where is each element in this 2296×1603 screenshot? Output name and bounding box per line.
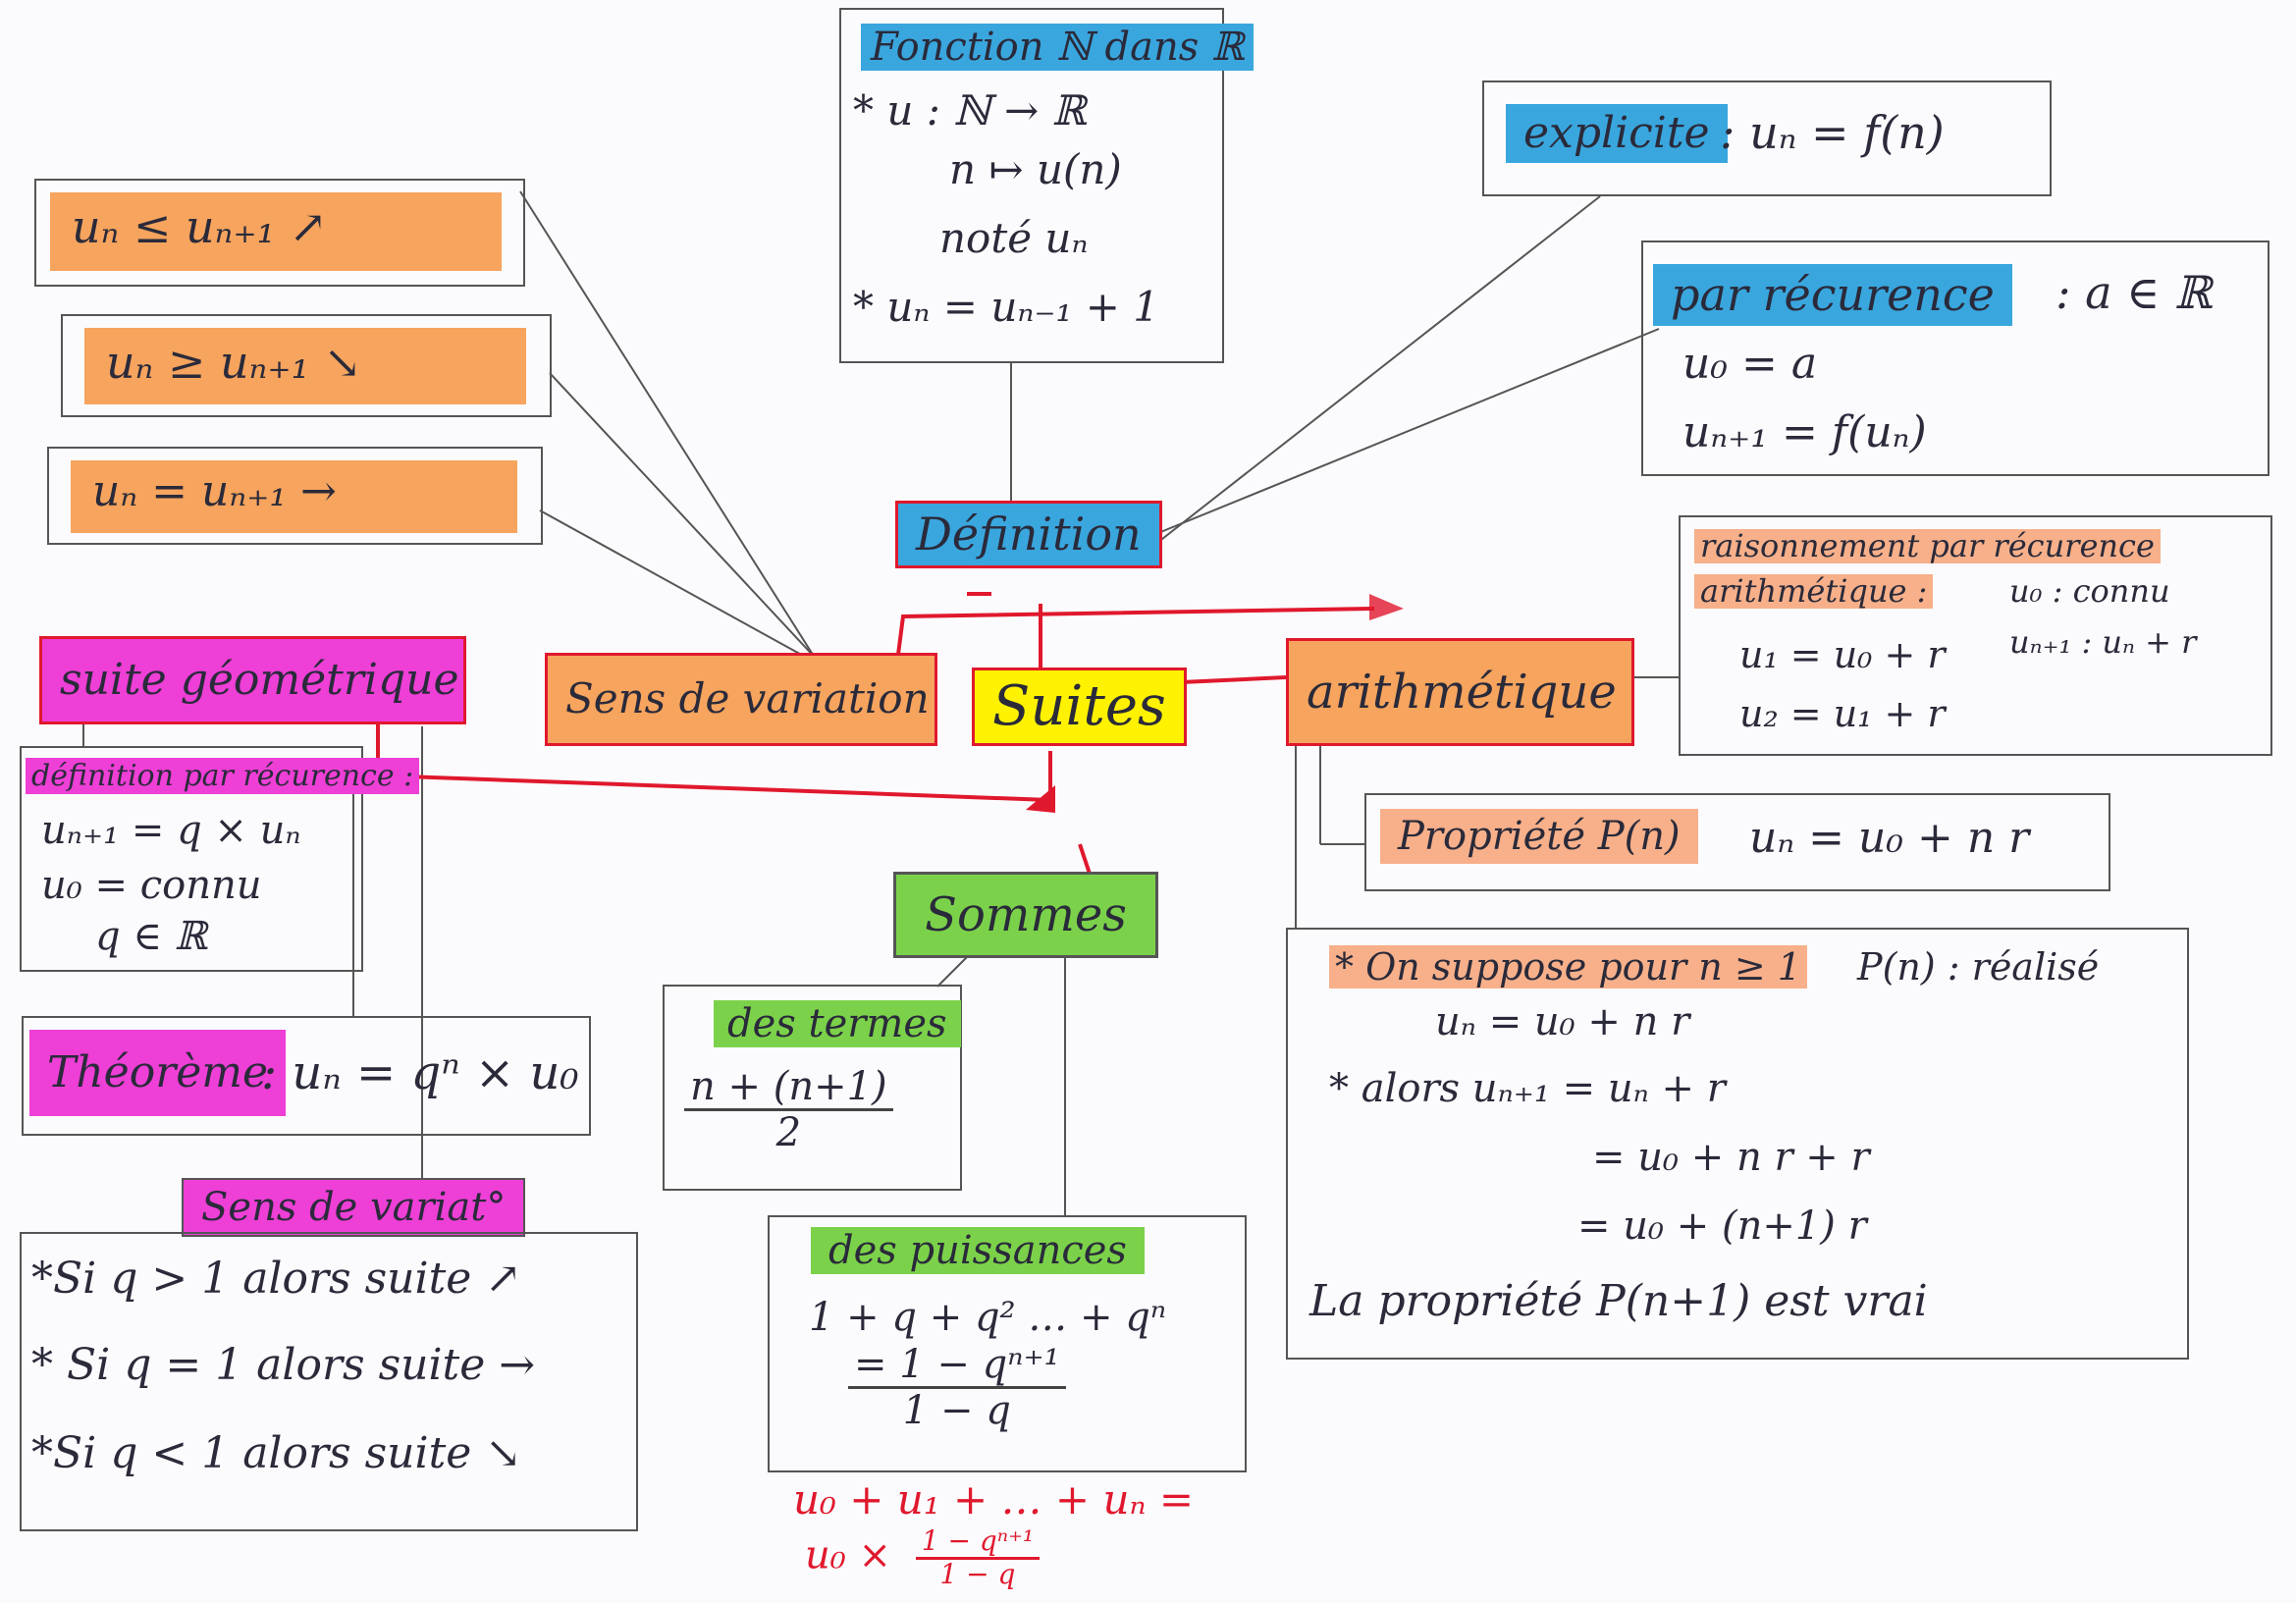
proof-line-1-highlight: * On suppose pour n ≥ 1 (1329, 945, 1807, 989)
geometrique-sens-item-2: * Si q = 1 alors suite → (31, 1340, 536, 1390)
sommes-extra-line-2: u₀ × 1 − qⁿ⁺¹ 1 − q (805, 1525, 1041, 1590)
termes-fraction: n + (n+1) 2 (684, 1065, 893, 1154)
recurrence-box: par récurence : a ∈ ℝ u₀ = a uₙ₊₁ = f(uₙ… (1641, 240, 2269, 476)
geometrique-def-line-3: q ∈ ℝ (95, 914, 207, 959)
function-line-2: n ↦ u(n) (949, 145, 1122, 193)
termes-denominator: 2 (775, 1110, 802, 1155)
proof-line-5: = u₀ + (n+1) r (1577, 1203, 1867, 1249)
sommes-node[interactable]: Sommes (893, 872, 1158, 958)
sommes-label: Sommes (925, 886, 1127, 942)
variation-node[interactable]: Sens de variation (545, 653, 937, 746)
raisonnement-u1: u₁ = u₀ + r (1739, 633, 1946, 676)
variation-label: Sens de variation (565, 674, 930, 723)
arithmetique-node[interactable]: arithmétique (1286, 638, 1634, 746)
sommes-extra-prefix: u₀ × (805, 1532, 892, 1578)
function-line-4: * uₙ = uₙ₋₁ + 1 (853, 283, 1160, 331)
geometrique-sens-item-3: *Si q < 1 alors suite ↘ (31, 1428, 522, 1478)
geometrique-sens-item-1: *Si q > 1 alors suite ↗ (31, 1254, 522, 1304)
variation-item-1: uₙ ≤ uₙ₊₁ ↗ (50, 192, 502, 271)
theoreme-box: Théorème : uₙ = qⁿ × u₀ (22, 1016, 591, 1136)
raisonnement-un1: uₙ₊₁ : uₙ + r (2009, 623, 2197, 661)
puissances-line-1: 1 + q + q² … + qⁿ (809, 1295, 1167, 1340)
explicite-box: explicite : uₙ = f(n) (1482, 80, 2052, 196)
proof-line-1-b: P(n) : réalisé (1857, 945, 2100, 989)
proof-line-1-a: * On suppose pour n ≥ 1 (1329, 945, 1807, 989)
center-label: Suites (992, 674, 1166, 738)
proof-line-2: uₙ = u₀ + n r (1435, 999, 1690, 1044)
termes-label: des termes (714, 1000, 961, 1047)
variation-item-3: uₙ = uₙ₊₁ → (71, 460, 517, 533)
proof-line-4: = u₀ + n r + r (1592, 1135, 1870, 1180)
termes-box: des termes n + (n+1) 2 (663, 985, 962, 1191)
geometrique-label: suite géométrique (60, 654, 459, 705)
recurrence-line-1: u₀ = a (1682, 339, 1818, 389)
function-box: Fonction ℕ dans ℝ * u : ℕ → ℝ n ↦ u(n) n… (839, 8, 1255, 363)
proof-line-3: * alors uₙ₊₁ = uₙ + r (1329, 1066, 1726, 1111)
arithmetique-label: arithmétique (1307, 664, 1617, 720)
puissances-label: des puissances (811, 1227, 1145, 1274)
puissances-fraction: = 1 − qⁿ⁺¹ 1 − q (848, 1343, 1066, 1432)
recurrence-domain: : a ∈ ℝ (2056, 266, 2213, 319)
recurrence-label: par récurence (1653, 264, 2012, 326)
variation-item-box-2: uₙ ≥ uₙ₊₁ ↘ (61, 314, 552, 417)
propriete-label: Propriété P(n) (1380, 809, 1698, 864)
propriete-formula: uₙ = u₀ + n r (1749, 813, 2030, 863)
raisonnement-u0: u₀ : connu (2009, 572, 2170, 610)
sommes-extra-denominator: 1 − q (939, 1557, 1016, 1590)
variation-item-2: uₙ ≥ uₙ₊₁ ↘ (84, 328, 526, 404)
geometrique-def-title: définition par récurence : (26, 758, 420, 794)
theoreme-label: Théorème (29, 1030, 287, 1116)
definition-node[interactable]: Définition (895, 501, 1162, 568)
explicite-label: explicite (1506, 104, 1728, 164)
function-box-title: Fonction ℕ dans ℝ (861, 24, 1255, 71)
raisonnement-box: raisonnement par récurence arithmétique … (1679, 515, 2272, 756)
function-line-3: noté uₙ (939, 214, 1089, 262)
variation-item-box-1: uₙ ≤ uₙ₊₁ ↗ (34, 179, 525, 287)
function-line-1: * u : ℕ → ℝ (853, 86, 1087, 134)
propriete-box: Propriété P(n) uₙ = u₀ + n r (1364, 793, 2110, 891)
geometrique-sens-box: *Si q > 1 alors suite ↗ * Si q = 1 alors… (20, 1232, 638, 1531)
raisonnement-title: raisonnement par récurence (1694, 528, 2161, 564)
theoreme-formula: : uₙ = qⁿ × u₀ (261, 1045, 579, 1100)
raisonnement-subtitle: arithmétique : (1694, 573, 1934, 610)
proof-line-6: La propriété P(n+1) est vrai (1309, 1276, 1928, 1326)
proof-box: * On suppose pour n ≥ 1 P(n) : réalisé u… (1286, 928, 2189, 1360)
sommes-extra-numerator: 1 − qⁿ⁺¹ (915, 1525, 1041, 1560)
raisonnement-u2: u₂ = u₁ + r (1739, 692, 1946, 735)
geometrique-definition-box: définition par récurence : uₙ₊₁ = q × uₙ… (20, 746, 420, 972)
geometrique-node[interactable]: suite géométrique (39, 636, 466, 724)
recurrence-line-2: uₙ₊₁ = f(uₙ) (1682, 407, 1927, 457)
sommes-extra-line-1: u₀ + u₁ + … + uₙ = (793, 1475, 1195, 1523)
geometrique-sens-label: Sens de variat° (182, 1178, 526, 1237)
geometrique-def-line-1: uₙ₊₁ = q × uₙ (41, 808, 301, 853)
puissances-numerator: = 1 − qⁿ⁺¹ (848, 1343, 1066, 1389)
puissances-box: des puissances 1 + q + q² … + qⁿ = 1 − q… (768, 1215, 1247, 1472)
geometrique-def-line-2: u₀ = connu (41, 863, 262, 908)
center-node[interactable]: Suites (972, 668, 1187, 746)
termes-numerator: n + (n+1) (684, 1065, 893, 1111)
definition-label: Définition (916, 508, 1142, 561)
puissances-denominator: 1 − q (902, 1388, 1011, 1433)
explicite-formula: : uₙ = f(n) (1720, 106, 1945, 159)
variation-item-box-3: uₙ = uₙ₊₁ → (47, 447, 543, 545)
